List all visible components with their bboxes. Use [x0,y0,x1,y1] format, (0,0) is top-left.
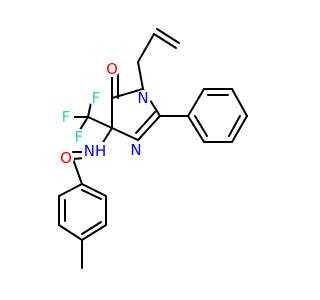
bond [81,221,102,235]
bond [58,224,83,241]
bond [58,183,83,197]
ring-carbonyl-oxygen: O [104,60,120,78]
bond [137,33,155,63]
bond [87,116,113,129]
amide-nitrogen: NH [82,142,108,160]
atom-label-n3: N [130,141,141,159]
bond [111,127,139,141]
bond [156,28,180,44]
bond [72,158,83,185]
bond [81,189,102,200]
atom-label-f-left: F [62,108,71,126]
bond [187,115,205,143]
fluorine-bottom: F [71,128,87,146]
bond [231,115,248,143]
bond [194,115,208,137]
ring-nitrogen-1: N [135,89,151,107]
fluorine-top: F [88,89,104,107]
bond [228,115,241,137]
atom-label-f-top: F [92,89,101,107]
atom-label-n1: N [137,89,148,107]
bond [231,88,248,117]
ring-nitrogen-3: N [128,141,144,159]
bond [137,115,161,141]
bond [81,224,107,241]
structure-diagram: O N N NH O F F F [58,28,248,269]
bond [187,88,205,117]
atom-label-nh: NH [84,142,107,160]
atom-label-o-amide: O [60,149,72,167]
bond [135,111,156,134]
atom-label-f-bottom: F [75,128,84,146]
bond [153,33,177,49]
bond [137,61,144,90]
fluorine-left: F [58,108,74,126]
amide-oxygen: O [58,149,74,167]
atom-label-o-ring: O [106,60,118,78]
atom-labels: O N N NH O F F F [58,60,151,167]
bond [81,183,107,197]
